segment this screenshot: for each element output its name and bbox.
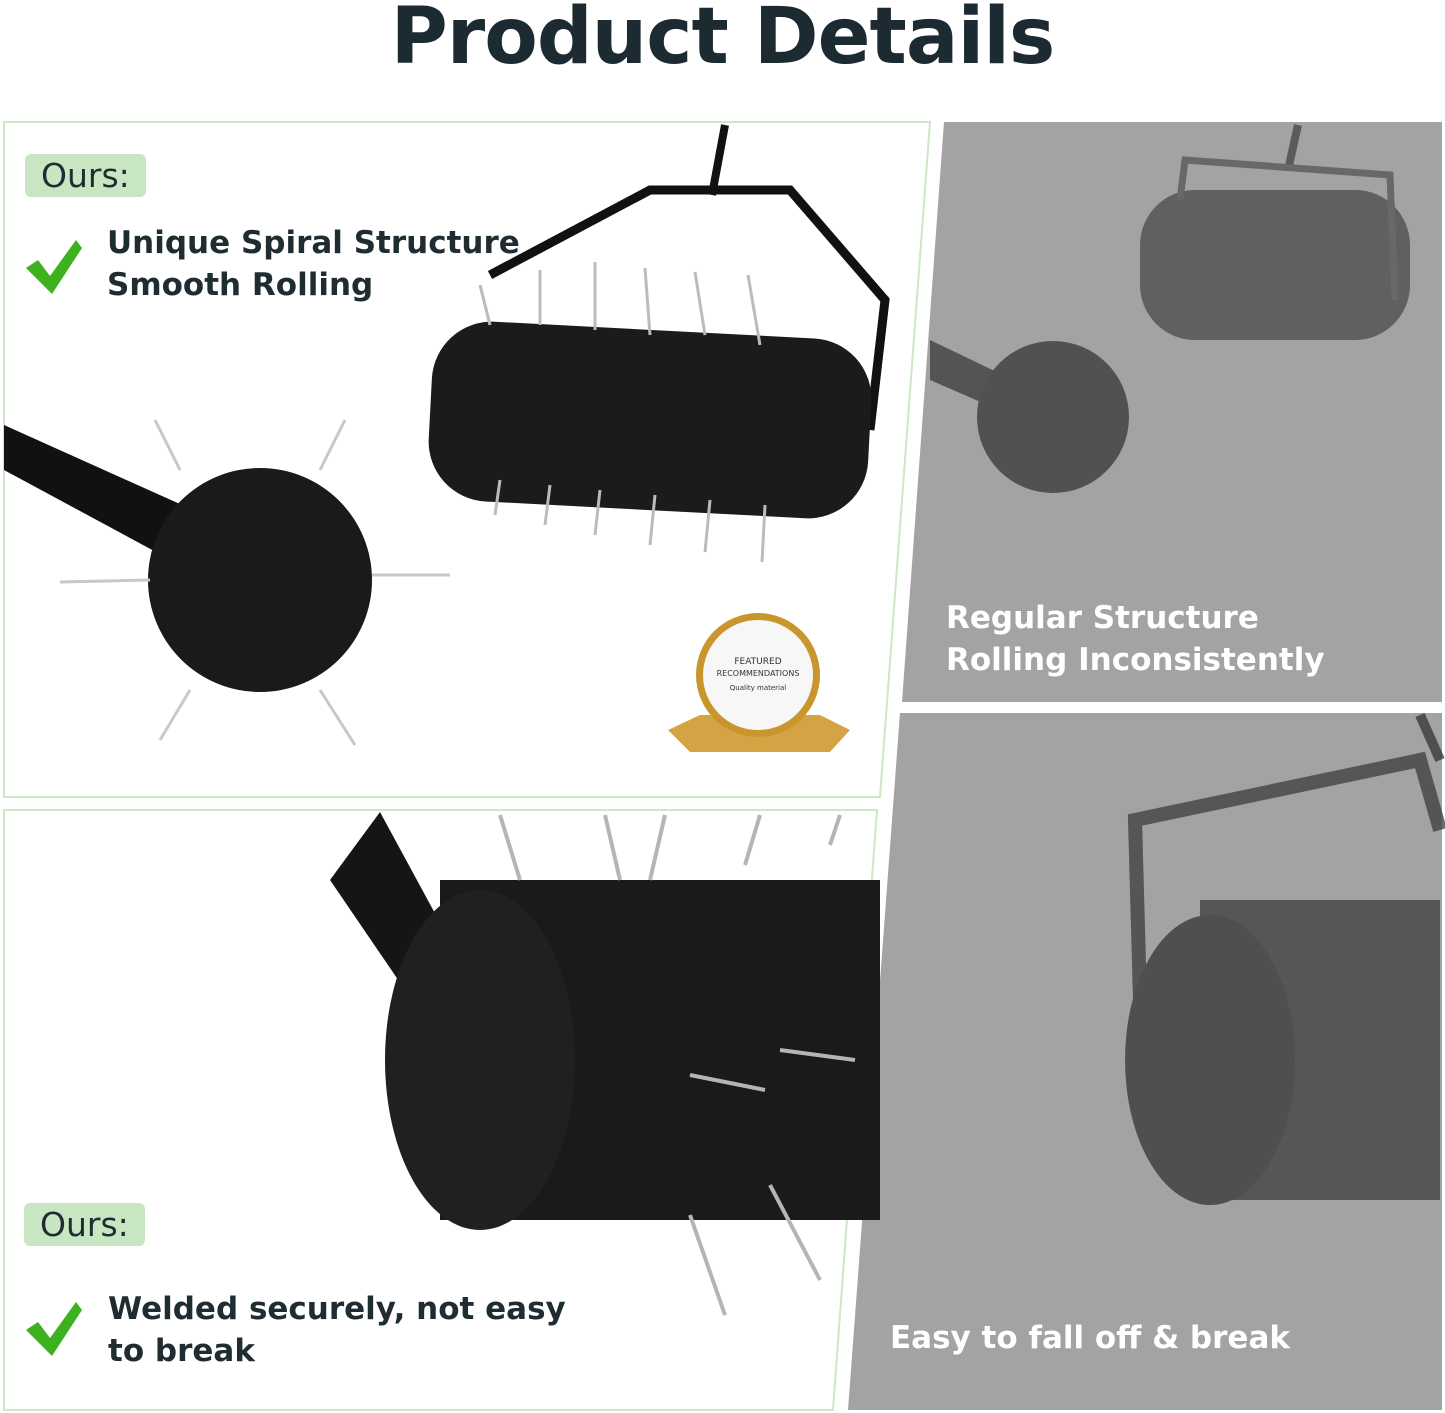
page-title: Product Details	[390, 0, 1056, 82]
regular-roller-image	[930, 124, 1410, 493]
ours-tag-bottom: Ours:	[24, 1203, 145, 1246]
green-checkmark-icon	[26, 240, 82, 294]
welded-roller-image	[330, 812, 880, 1316]
spiral-roller-image	[4, 124, 890, 746]
feature-line: Welded securely, not easy	[108, 1291, 566, 1327]
ours-feature-bottom: Welded securely, not easy to break	[108, 1288, 566, 1372]
other-caption-top: Regular Structure Rolling Inconsistently	[946, 597, 1325, 681]
feature-line: Unique Spiral Structure	[107, 225, 520, 261]
badge-line: Quality material	[729, 684, 787, 692]
badge-line: FEATURED	[734, 657, 782, 667]
green-checkmark-icon	[26, 1302, 82, 1356]
ours-tag-top: Ours:	[25, 154, 146, 197]
caption-line: Regular Structure	[946, 600, 1259, 636]
other-caption-bottom: Easy to fall off & break	[890, 1320, 1290, 1356]
feature-line: to break	[108, 1333, 255, 1369]
badge-line: RECOMMENDATIONS	[716, 669, 800, 678]
ours-feature-top: Unique Spiral Structure Smooth Rolling	[107, 222, 520, 306]
weak-roller-image	[1125, 712, 1445, 1205]
featured-recommendation-badge	[668, 613, 850, 752]
badge-text: FEATURED RECOMMENDATIONS Quality materia…	[700, 656, 816, 694]
caption-line: Rolling Inconsistently	[946, 642, 1325, 678]
feature-line: Smooth Rolling	[107, 267, 374, 303]
